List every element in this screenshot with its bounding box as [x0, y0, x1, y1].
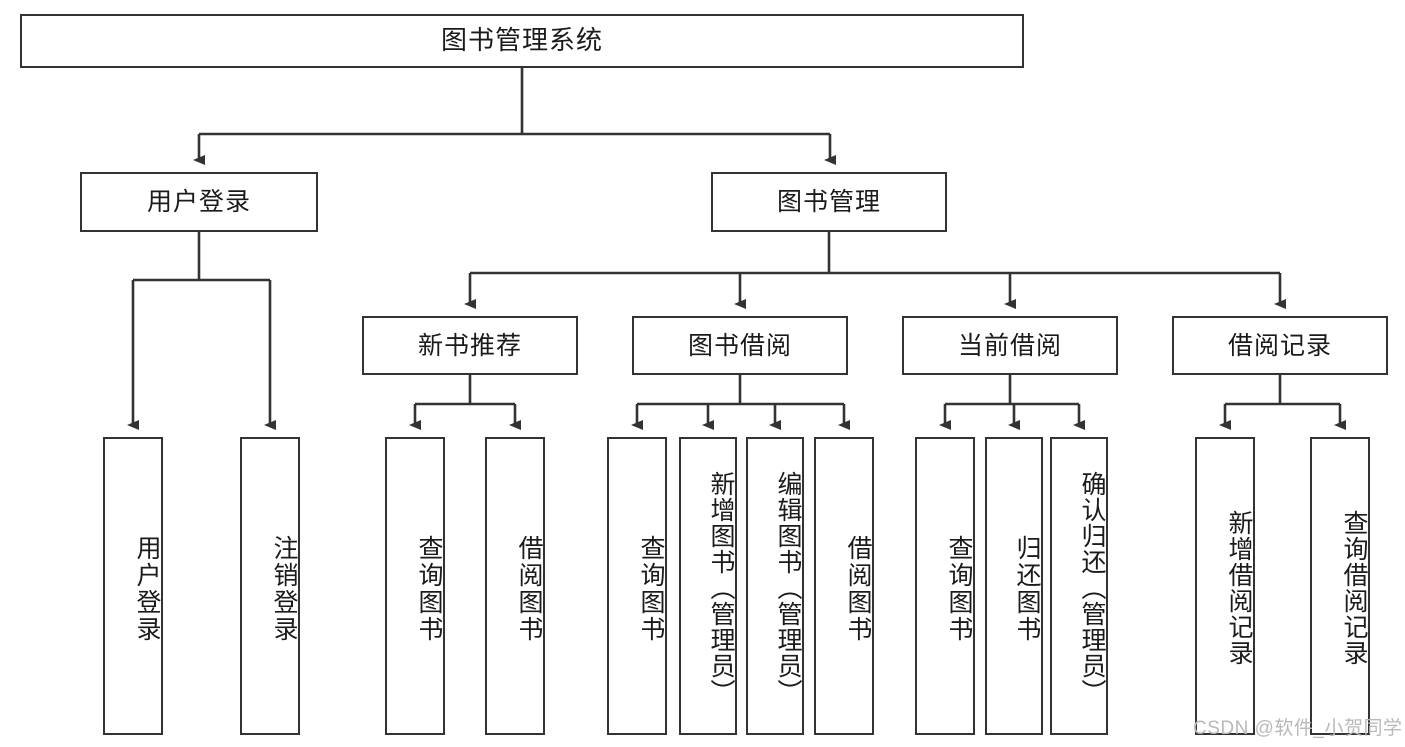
leaf-user-login[interactable]: 用户登录	[103, 437, 163, 735]
leaf-add-borrow-record[interactable]: 新增借阅记录	[1195, 437, 1255, 735]
node-new-book-recommend[interactable]: 新书推荐	[362, 316, 578, 375]
node-user-login[interactable]: 用户登录	[80, 172, 318, 232]
leaf-label: 新增图书（管理员）	[707, 470, 735, 705]
leaf-add-book-admin[interactable]: 新增图书（管理员）	[679, 437, 737, 735]
leaf-logout-login[interactable]: 注销登录	[240, 437, 300, 735]
leaf-query-book-borrow[interactable]: 查询图书	[607, 437, 667, 735]
leaf-label: 查询图书	[415, 535, 443, 643]
leaf-label: 借阅图书	[844, 535, 872, 643]
leaf-borrow-book[interactable]: 借阅图书	[814, 437, 874, 735]
leaf-label: 查询图书	[945, 535, 973, 643]
leaf-label: 注销登录	[270, 535, 298, 643]
leaf-query-book-current[interactable]: 查询图书	[915, 437, 975, 735]
leaf-return-book[interactable]: 归还图书	[985, 437, 1043, 735]
leaf-label: 归还图书	[1013, 535, 1041, 643]
node-root-system[interactable]: 图书管理系统	[20, 14, 1024, 68]
node-book-borrow[interactable]: 图书借阅	[632, 316, 848, 375]
leaf-query-book-recommend[interactable]: 查询图书	[385, 437, 445, 735]
node-borrow-record[interactable]: 借阅记录	[1172, 316, 1388, 375]
leaf-borrow-book-recommend[interactable]: 借阅图书	[485, 437, 545, 735]
leaf-label: 新增借阅记录	[1225, 509, 1253, 666]
leaf-confirm-return-admin[interactable]: 确认归还（管理员）	[1050, 437, 1108, 735]
node-book-management[interactable]: 图书管理	[711, 172, 947, 232]
csdn-watermark: CSDN @软件_小贺同学	[1193, 718, 1403, 739]
leaf-label: 用户登录	[133, 535, 161, 643]
leaf-query-borrow-record[interactable]: 查询借阅记录	[1310, 437, 1370, 735]
leaf-label: 编辑图书（管理员）	[774, 470, 802, 705]
node-current-borrow[interactable]: 当前借阅	[902, 316, 1118, 375]
leaf-edit-book-admin[interactable]: 编辑图书（管理员）	[746, 437, 804, 735]
leaf-label: 确认归还（管理员）	[1078, 470, 1106, 705]
leaf-label: 查询图书	[637, 535, 665, 643]
leaf-label: 查询借阅记录	[1340, 509, 1368, 666]
leaf-label: 借阅图书	[515, 535, 543, 643]
